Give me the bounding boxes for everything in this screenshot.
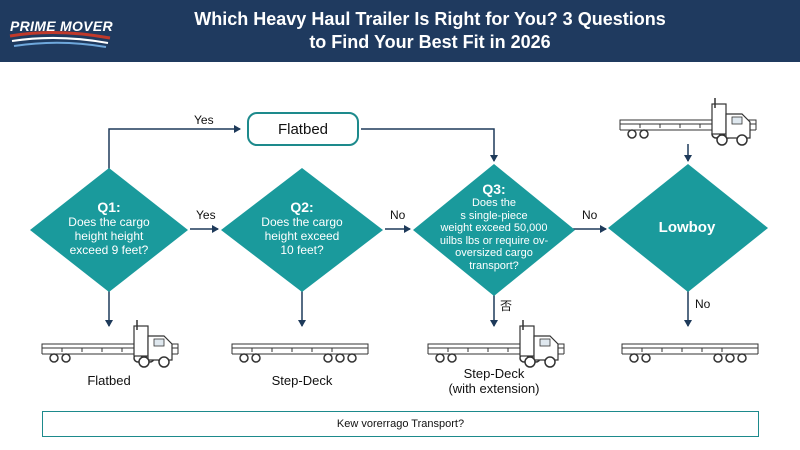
q3-line-1: Does the [471,197,517,209]
result-step-deck-label: Step-Deck [271,373,333,388]
edge-label-yes-q1: Yes [196,208,216,222]
q3-diamond [413,164,575,296]
result-3-line-2: (with extension) [448,381,540,396]
lowboy-label: Lowboy [658,219,716,236]
lowboy-diamond [608,164,768,292]
q2-line-2: height exceed [264,229,340,243]
header-bar: PRIME MOVER Which Heavy Haul Trailer Is … [0,0,800,62]
q3-line-4: uilbs lbs or require ov- [439,234,549,247]
q2-line-1: Does the cargo [261,215,343,229]
q1-line-2: height height [74,229,144,243]
edge-label-no-q2: No [390,208,406,222]
connector-lines [105,125,692,327]
q3-line-5: oversized cargo [455,247,533,259]
result-3-line-1: Step-Deck [463,366,525,381]
bottom-question-box: Kew vorerrago Transport? [42,411,759,437]
q3-text: Q3: Does the s single-piece weight excee… [429,181,559,272]
q1-line-3: exceed 9 feet? [69,243,149,257]
q2-text: Q2: Does the cargo height exceed 10 feet… [242,199,362,257]
truck-trailer-icon [619,97,757,146]
edge-label-no-q3: No [582,208,598,222]
title-line-1: Which Heavy Haul Trailer Is Right for Yo… [194,9,666,29]
q1-text: Q1: Does the cargo height height exceed … [49,199,169,257]
q1-line-1: Does the cargo [68,215,150,229]
q3-line-6: transport? [469,259,519,272]
page-title: Which Heavy Haul Trailer Is Right for Yo… [120,8,740,54]
q1-diamond [30,168,188,292]
result-3-truck-icon [427,319,565,368]
result-1-truck-icon [41,319,179,368]
result-2-trailer-icon [231,343,369,363]
title-line-2: to Find Your Best Fit in 2026 [309,32,551,52]
q1-heading: Q1: [97,199,121,215]
q3-line-2: s single-piece [460,209,528,222]
result-4-trailer-icon [621,343,759,363]
edge-label-q3-down: 否 [500,299,513,313]
q2-heading: Q2: [290,199,314,215]
flatbed-top-node: Flatbed [247,112,359,146]
logo-text: PRIME MOVER [10,18,113,34]
edge-label-yes-top: Yes [194,113,214,127]
result-flatbed-label: Flatbed [87,373,131,388]
q2-diamond [221,168,383,292]
q2-line-3: 10 feet? [280,243,324,257]
logo-swoosh-icon [9,30,111,48]
q3-heading: Q3: [482,181,506,197]
q3-line-3: weight exceed 50,000 [440,222,548,234]
result-step-deck-extension: Step-Deck (with extension) [424,366,564,396]
edge-label-no-lowboy: No [695,297,711,311]
prime-mover-logo: PRIME MOVER [6,6,114,54]
